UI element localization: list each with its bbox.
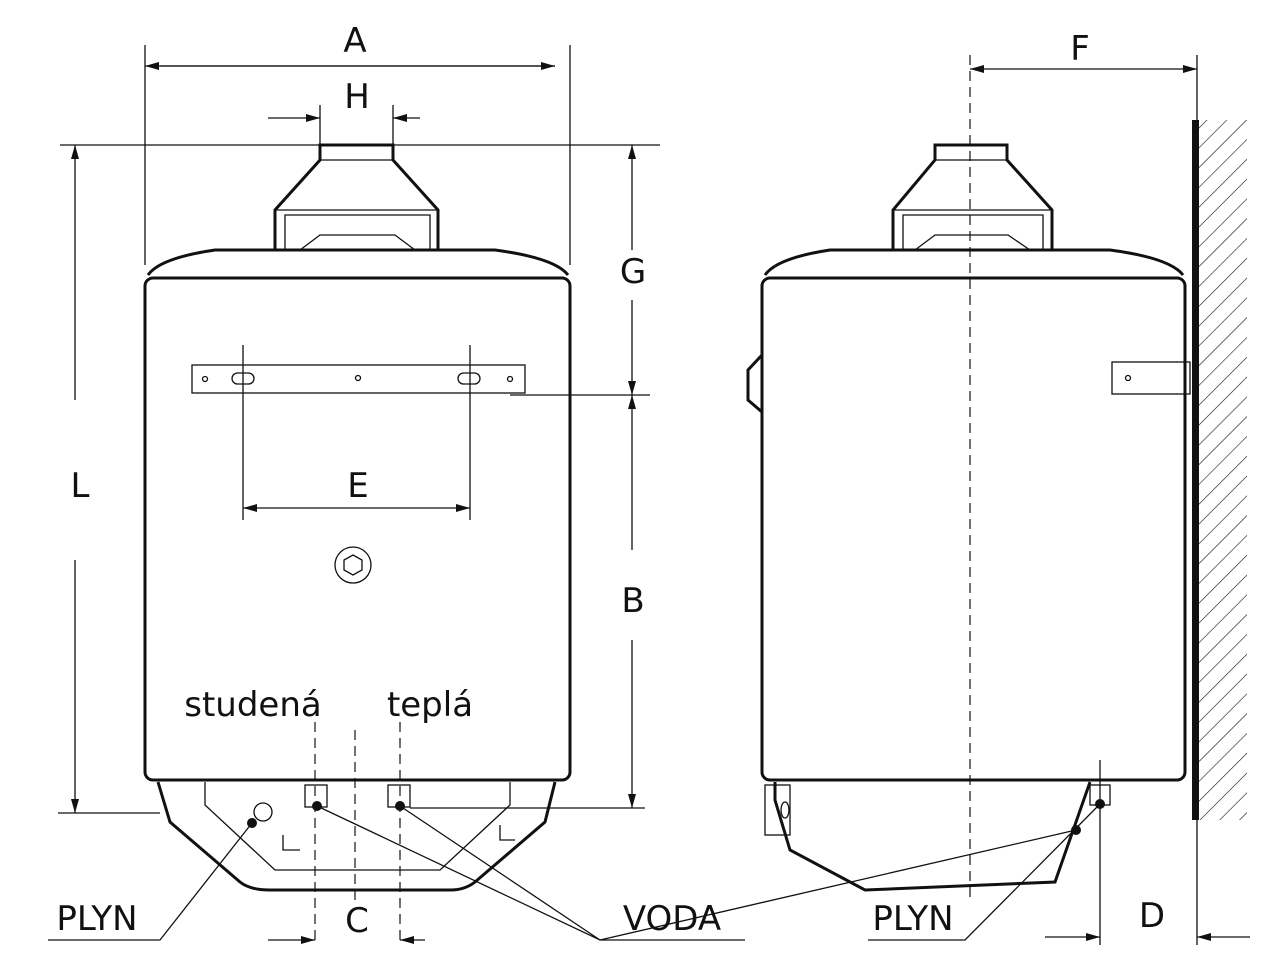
dim-label-e: E [347,466,368,506]
tank-body-front [143,276,572,782]
label-gas-side: PLYN [872,899,953,939]
base-side [773,781,1092,892]
label-gas-front: PLYN [56,899,137,939]
leader-lines [48,803,1101,941]
top-dome-side [763,248,1185,276]
dim-label-f: F [1070,29,1090,69]
dim-label-d: D [1139,896,1165,936]
label-water: VODA [623,899,721,939]
top-dome-front [146,248,570,276]
mounting-bracket-front [191,364,526,394]
dim-label-h: H [344,77,370,117]
flue-hood-side [891,143,1054,252]
dim-label-b: B [621,581,644,621]
dim-label-g: G [620,252,646,292]
mounting-bracket-side [1111,361,1191,395]
dimension-lines [58,45,1250,945]
base-front [156,781,557,892]
dim-label-l: L [71,466,90,506]
wall-hatching [1197,120,1247,820]
dim-label-a: A [343,21,366,61]
flue-hood-front [273,143,440,252]
tank-body-side [760,276,1187,782]
gas-connection-front [253,802,273,822]
front-view [143,143,572,945]
label-hot-water: teplá [387,685,473,725]
side-view [746,55,1247,945]
inspection-plug [334,546,372,584]
dim-label-c: C [345,901,369,941]
label-cold-water: studená [184,685,321,725]
wall [1192,120,1199,820]
